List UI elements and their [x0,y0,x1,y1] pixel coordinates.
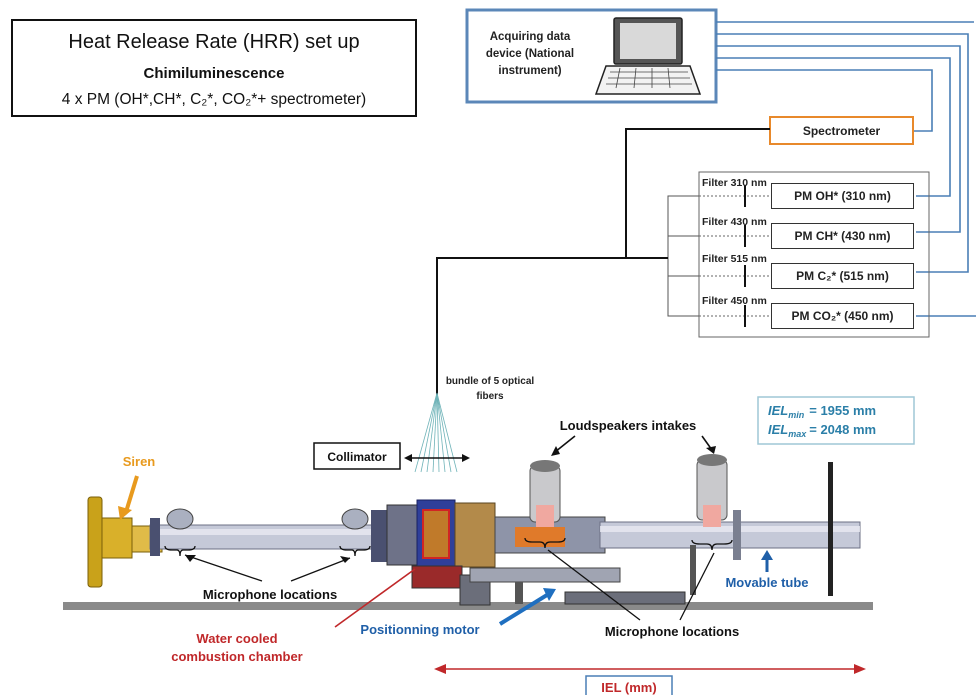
laptop-icon [594,17,702,95]
iel-min-sub: min [788,410,805,420]
fiber-distribution [667,195,699,317]
movable-tube-label: Movable tube [725,575,808,590]
mic-left-arrowhead-2 [340,556,350,563]
spectrometer-box [769,116,914,145]
mic-left-label: Microphone locations [203,587,337,602]
filter-515-label: Filter 515 nm [702,253,767,265]
movable-tube-arrow [761,550,773,572]
loudspeaker-pointers [554,435,713,453]
pm-co2-box: PM CO₂* (450 nm) [771,303,914,329]
floor-rail [63,602,873,610]
optical-fiber-bundle-line [436,128,770,395]
siren-label: Siren [123,454,156,469]
iel-box [757,396,915,445]
loudspeaker-arrowhead-1 [551,446,560,456]
iel-min-value: = 1955 mm [809,403,876,418]
daq-label-2: device (National [486,48,574,60]
siren-arrow [118,475,139,520]
iel-label: IEL (mm) [601,680,656,695]
fiber-label-1: bundle of 5 optical [446,376,535,387]
mic-right-label: Microphone locations [605,624,739,639]
filter-panel [698,171,930,338]
flanges [150,510,387,562]
filter-430-label: Filter 430 nm [702,216,767,228]
daq-signal-wires [716,21,976,317]
iel-max-row: IELmax= 2048 mm [768,422,876,439]
iel-max-sub: max [788,429,807,439]
filter-450-label: Filter 450 nm [702,295,767,307]
fiber-spray [414,392,458,473]
setup-title: Heat Release Rate (HRR) set up [68,31,359,53]
mic-left-pointers [164,545,371,582]
iel-range-arrow [434,664,866,674]
movable-tube-body [599,521,861,549]
filter-310-label: Filter 310 nm [702,177,767,189]
iel-label-box [585,675,673,695]
filter-pm-links [699,195,771,317]
loudspeakers-label: Loudspeakers intakes [560,418,697,433]
iel-max-value: = 2048 mm [809,422,876,437]
setup-subtitle: Chimiluminescence [144,65,285,82]
motor-arrow [498,588,556,626]
upstream-microphones [166,508,369,530]
daq-label-3: instrument) [498,65,561,77]
daq-label-1: Acquiring data [490,31,571,43]
mic-left-arrowhead-1 [185,555,196,562]
collimator-box [313,442,401,470]
title-box [11,19,417,117]
mic-right-pointers [524,537,733,621]
water-arrow [334,568,416,628]
orange-section [515,527,565,547]
setup-detail: 4 x PM (OH*,CH*, C₂*, CO₂*+ spectrometer… [62,91,366,108]
iel-min-row: IELmin = 1955 mm [768,403,876,420]
combustion-chamber [386,499,496,606]
loudspeaker-arrowhead-2 [706,446,716,454]
spectrometer-label: Spectrometer [803,124,881,138]
collimator-arrow [404,454,470,462]
movable-tube-highlight [600,526,860,532]
support-post [733,510,741,560]
pm-ch-box: PM CH* (430 nm) [771,223,914,249]
water-label-2: combustion chamber [171,649,302,664]
iel-min-label: IEL [768,403,788,418]
fiber-label-2: fibers [476,391,504,402]
motor-label: Positionning motor [360,622,479,637]
loudspeakers [529,454,728,527]
tube-highlight [150,529,376,535]
positioning-motor [469,545,696,605]
pm-oh-box: PM OH* (310 nm) [771,183,914,209]
iel-max-label: IEL [768,422,788,437]
siren-device [87,496,163,588]
collimator-label: Collimator [327,450,387,464]
pm-c2-box: PM C₂* (515 nm) [771,263,914,289]
end-plate [828,462,833,596]
water-label-1: Water cooled [196,631,277,646]
